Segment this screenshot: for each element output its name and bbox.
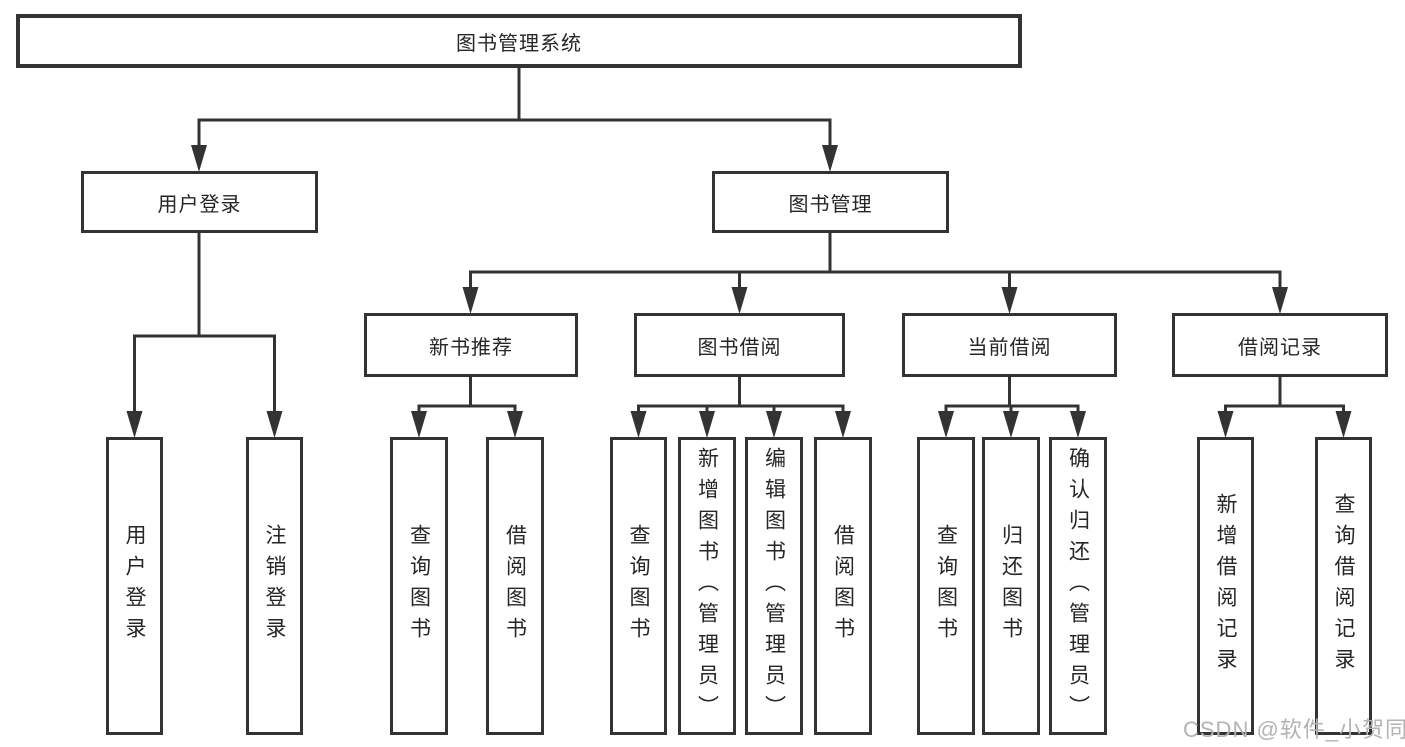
node-label: 新书推荐 <box>429 336 513 359</box>
node-label: 新增借阅记录 <box>1214 493 1237 679</box>
leaf-user-login: 用户登录 <box>106 437 163 735</box>
leaf-newbook-query-books: 查询图书 <box>390 437 448 735</box>
leaf-edit-books-admin: 编辑图书（管理员） <box>745 437 803 735</box>
leaf-logout: 注销登录 <box>246 437 303 735</box>
node-label: 查询图书 <box>627 524 650 648</box>
node-label: 图书管理系统 <box>456 32 582 55</box>
leaf-add-borrow-record: 新增借阅记录 <box>1197 437 1254 735</box>
node-label: 注销登录 <box>263 524 286 648</box>
node-label: 归还图书 <box>999 524 1023 648</box>
leaf-borrowing-query-books: 查询图书 <box>610 437 667 735</box>
node-book-borrowing: 图书借阅 <box>634 313 845 377</box>
csdn-watermark: CSDN @软件_小贺同学 <box>1183 717 1405 742</box>
node-label: 编辑图书（管理员） <box>762 446 786 726</box>
leaf-newbook-borrow-books: 借阅图书 <box>486 437 544 735</box>
leaf-return-books: 归还图书 <box>982 437 1040 735</box>
node-label: 确认归还（管理员） <box>1066 446 1090 726</box>
leaf-query-borrow-record: 查询借阅记录 <box>1315 437 1372 735</box>
node-book-management: 图书管理 <box>712 171 949 233</box>
node-new-book-recommend: 新书推荐 <box>364 313 578 377</box>
leaf-borrowing-borrow-books: 借阅图书 <box>814 437 872 735</box>
node-label: 借阅记录 <box>1238 336 1322 359</box>
node-library-management-system: 图书管理系统 <box>16 14 1022 68</box>
node-label: 当前借阅 <box>967 336 1052 359</box>
node-label: 用户登录 <box>157 193 242 216</box>
node-label: 查询图书 <box>407 524 431 648</box>
node-label: 新增图书（管理员） <box>695 446 719 726</box>
node-label: 图书借阅 <box>697 336 782 359</box>
node-current-borrowing: 当前借阅 <box>902 313 1117 377</box>
leaf-add-books-admin: 新增图书（管理员） <box>678 437 736 735</box>
node-borrow-records: 借阅记录 <box>1172 313 1388 377</box>
node-label: 查询图书 <box>934 524 958 648</box>
leaf-confirm-return-admin: 确认归还（管理员） <box>1049 437 1107 735</box>
node-label: 查询借阅记录 <box>1332 493 1355 679</box>
node-label: 借阅图书 <box>831 524 855 648</box>
node-label: 图书管理 <box>788 193 873 216</box>
node-label: 借阅图书 <box>503 524 527 648</box>
leaf-current-query-books: 查询图书 <box>917 437 975 735</box>
node-user-login: 用户登录 <box>81 171 318 233</box>
node-label: 用户登录 <box>123 524 146 648</box>
